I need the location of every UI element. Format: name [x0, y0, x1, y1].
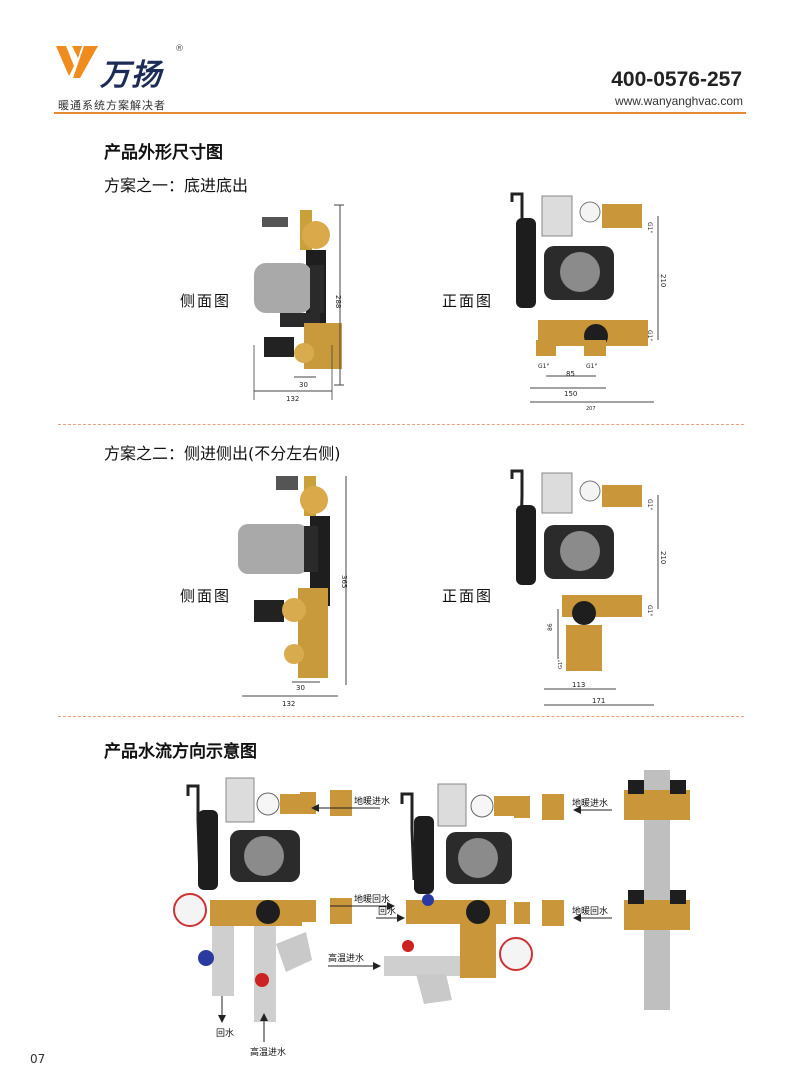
- plan1-front-g-right: G1": [646, 330, 653, 341]
- dimension-section-title: 产品外形尺寸图: [104, 143, 223, 163]
- plan2-front-g-right: G1": [646, 605, 653, 616]
- plan2-side-offset: 30: [296, 684, 305, 692]
- plan1-side-label: 侧面图: [180, 292, 232, 310]
- plan2-side-height: 365: [340, 575, 348, 588]
- label-floor-return-2: 地暖回水: [572, 905, 608, 917]
- label-return-2: 回水: [216, 1027, 234, 1039]
- label-floor-supply-2: 地暖进水: [572, 797, 608, 809]
- section-divider-2: [58, 716, 744, 717]
- website-link[interactable]: www.wanyanghvac.com: [614, 94, 743, 108]
- plan1-side-offset: 30: [299, 381, 308, 389]
- plan1-side-drawing: 288 30 132: [253, 204, 344, 403]
- plan2-front-center: 210: [659, 551, 667, 564]
- plan1-front-g-top: G1": [646, 222, 653, 233]
- label-floor-supply-1: 地暖进水: [354, 795, 390, 807]
- plan1-front-drawing: G1" 210 G1" G1" G1" 85 150 207: [510, 192, 667, 412]
- label-floor-return-1: 地暖回水: [354, 893, 390, 905]
- label-high-temp-in-2: 高温进水: [250, 1046, 286, 1058]
- plan1-title: 方案之一：底进底出: [104, 176, 249, 195]
- plan2-front-label: 正面图: [442, 587, 494, 605]
- flow-section-title: 产品水流方向示意图: [104, 742, 257, 762]
- logo-mark-icon: [56, 46, 98, 78]
- section-divider-1: [58, 424, 744, 425]
- manifold-assembly: [624, 770, 690, 1010]
- flow-diagram: 地暖进水 地暖进水 地暖回水 回水 地暖回水 高温进水 回水 高温进水: [173, 770, 690, 1058]
- brand-tagline: 暖通系统方案解决者: [58, 99, 166, 112]
- registered-mark: ®: [175, 44, 184, 54]
- left-fittings-bottom: [300, 898, 352, 924]
- plan2-side-width: 132: [282, 700, 295, 708]
- right-fittings-bottom: [514, 900, 564, 926]
- plan2-front-g-bottom: G1": [558, 660, 564, 669]
- plan1-side-height: 288: [334, 295, 342, 308]
- label-return-1: 回水: [378, 905, 396, 917]
- plan2-front-v86: 86: [547, 623, 554, 631]
- plan2-title: 方案之二：侧进侧出(不分左右侧): [104, 444, 341, 463]
- plan1-front-g-left: G1": [538, 363, 549, 370]
- plan2-front-width2: 171: [592, 697, 605, 705]
- plan2-side-label: 侧面图: [180, 587, 232, 605]
- plan2-front-width1: 113: [572, 681, 585, 689]
- header-divider: [54, 112, 746, 114]
- plan2-front-drawing: G1" 210 G1" 86 G1" 113 171: [510, 469, 667, 706]
- plan1-front-center: 210: [659, 274, 667, 287]
- plan1-front-spacing: 85: [566, 370, 575, 378]
- middle-pump-assembly: [384, 783, 533, 1004]
- plan1-front-width1: 150: [564, 390, 577, 398]
- brand-name: 万扬: [100, 58, 162, 93]
- page-number: 07: [30, 1052, 46, 1066]
- left-pump-assembly: [173, 777, 312, 1022]
- plan2-side-drawing: 365 30 132: [238, 476, 348, 708]
- plan1-front-width2: 207: [586, 406, 596, 412]
- right-fittings-top: [514, 794, 564, 820]
- plan1-front-g-mid: G1": [586, 363, 597, 370]
- label-high-temp-in-1: 高温进水: [328, 952, 364, 964]
- plan2-front-g-top: G1": [646, 499, 653, 510]
- hotline-number: 400-0576-257: [611, 68, 742, 91]
- plan1-side-width: 132: [286, 395, 299, 403]
- plan1-front-label: 正面图: [442, 292, 494, 310]
- left-fittings-top: [300, 790, 352, 816]
